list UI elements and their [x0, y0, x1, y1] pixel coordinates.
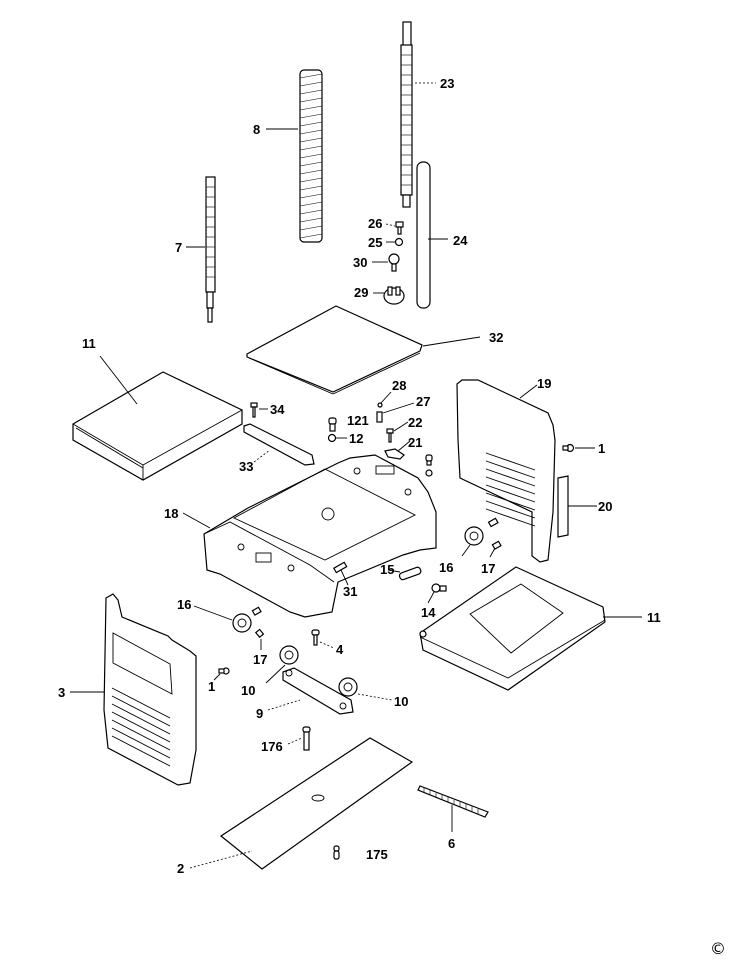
- part-121-bolt: [328, 417, 337, 432]
- part-18-base-housing: [182, 454, 437, 618]
- part-label-14: 14: [421, 605, 436, 620]
- part-label-10-upper: 10: [241, 683, 256, 698]
- part-29-nut: [373, 286, 405, 305]
- part-28-ball: [377, 391, 392, 408]
- part-label-1-right: 1: [598, 441, 606, 456]
- part-3-side-panel-left: [70, 593, 197, 786]
- part-label-3: 3: [58, 685, 66, 700]
- part-30-knob-screw: [372, 253, 400, 272]
- part-33-bracket: [243, 423, 315, 466]
- part-7-threaded-column: [186, 176, 216, 323]
- part-32-cover-plate: [246, 305, 481, 395]
- part-label-7: 7: [175, 240, 183, 255]
- part-label-20: 20: [598, 499, 613, 514]
- part-label-19: 19: [537, 376, 552, 391]
- part-34-screw: [250, 402, 268, 418]
- part-11-table-plate-left: [72, 355, 243, 481]
- part-20-label-strip: [557, 475, 597, 538]
- part-label-16-right: 16: [439, 560, 454, 575]
- part-9-gear-link-plate: [267, 667, 354, 715]
- part-22-screw: [386, 421, 409, 443]
- part-label-8: 8: [253, 122, 261, 137]
- part-bolt-washer-unlabeled: [425, 454, 433, 477]
- part-label-33: 33: [239, 459, 254, 474]
- part-12-washer: [327, 433, 347, 443]
- part-label-21: 21: [408, 435, 423, 450]
- copyright-symbol: ©: [710, 939, 726, 958]
- part-15-key: [387, 566, 422, 581]
- part-label-32: 32: [489, 330, 504, 345]
- part-14-bolt-nut: [427, 583, 447, 604]
- part-label-175: 175: [366, 847, 388, 862]
- part-16-gear-left: [193, 605, 252, 633]
- part-label-12: 12: [349, 431, 364, 446]
- part-label-31: 31: [343, 584, 358, 599]
- part-label-17-left: 17: [253, 652, 268, 667]
- part-label-121: 121: [347, 413, 369, 428]
- part-1-screw-left: [213, 667, 230, 681]
- part-31-pin: [332, 561, 349, 586]
- part-label-26: 26: [368, 216, 383, 231]
- part-label-27: 27: [416, 394, 431, 409]
- part-label-4: 4: [336, 642, 344, 657]
- part-6-chain: [417, 785, 489, 832]
- part-label-34: 34: [270, 402, 285, 417]
- part-176-bolt: [287, 726, 311, 751]
- part-label-22: 22: [408, 415, 423, 430]
- part-label-29: 29: [354, 285, 369, 300]
- part-24-column-tube: [416, 161, 448, 309]
- part-label-2: 2: [177, 861, 185, 876]
- part-23-threaded-column-long: [400, 21, 436, 208]
- part-8-coil-spring: [266, 69, 323, 243]
- part-label-6: 6: [448, 836, 456, 851]
- part-19-side-panel-right: [456, 379, 556, 563]
- part-1-screw-right: [562, 443, 595, 453]
- part-10-gear-upper: [265, 645, 299, 684]
- part-label-28: 28: [392, 378, 407, 393]
- part-label-25: 25: [368, 235, 383, 250]
- part-label-17-right: 17: [481, 561, 496, 576]
- part-label-23: 23: [440, 76, 455, 91]
- part-17-pin-right: [487, 517, 502, 558]
- part-25-washer: [386, 237, 404, 247]
- part-11-table-plate-right: [419, 566, 642, 691]
- part-label-176: 176: [261, 739, 283, 754]
- part-17-pin-left: [251, 606, 265, 650]
- part-label-30: 30: [353, 255, 368, 270]
- part-label-11-left: 11: [82, 336, 96, 351]
- part-175-screw: [333, 845, 340, 860]
- part-2-base-plate: [189, 737, 414, 870]
- part-label-15: 15: [380, 562, 395, 577]
- part-label-24: 24: [453, 233, 468, 248]
- part-16-gear-right: [461, 526, 484, 557]
- part-label-16-left: 16: [177, 597, 192, 612]
- part-label-11-right: 11: [647, 610, 661, 625]
- part-label-1-left: 1: [208, 679, 216, 694]
- part-27-pin: [376, 402, 415, 423]
- part-21-clamp: [384, 440, 411, 460]
- part-label-18: 18: [164, 506, 179, 521]
- part-10-gear-lower: [338, 677, 393, 701]
- part-4-bolt: [311, 629, 335, 649]
- part-label-10-lower: 10: [394, 694, 409, 709]
- part-label-9: 9: [256, 706, 264, 721]
- part-26-screw: [385, 221, 404, 235]
